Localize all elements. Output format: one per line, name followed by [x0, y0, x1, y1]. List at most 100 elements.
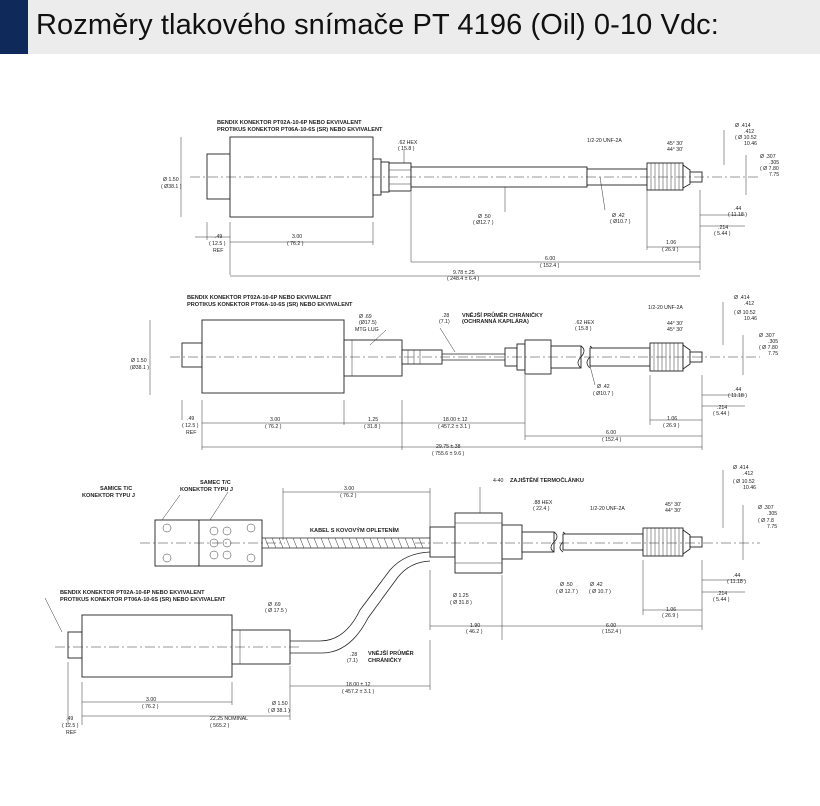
- d2-l300: 3.00: [270, 417, 280, 423]
- d3-l190: 1.90: [470, 623, 480, 629]
- d3-l300: 3.00: [344, 486, 354, 492]
- d2-l49: .49: [187, 416, 194, 422]
- d1-l125: ( 12.5 ): [209, 241, 226, 247]
- d1-l214: .214: [718, 225, 728, 231]
- d3-hex88: .88 HEX: [533, 500, 553, 506]
- d2-l1800: 18.00 ±.12: [443, 417, 468, 423]
- d3-dia50: Ø .50: [560, 582, 573, 588]
- d1-d414: Ø .414: [735, 123, 751, 129]
- d2-l2975: 29.75 ±.38: [436, 444, 461, 450]
- d3-l71: (7.1): [347, 658, 358, 664]
- d2-d1052: ( Ø 10.52: [734, 310, 756, 316]
- d2-dia42: Ø .42: [597, 384, 610, 390]
- d2-l44: .44: [734, 387, 741, 393]
- d1-l300: 3.00: [292, 234, 302, 240]
- d3-hex224: ( 22.4 ): [533, 506, 550, 512]
- d3-l125: ( 12.5 ): [62, 723, 79, 729]
- d3-l106: 1.06: [666, 607, 676, 613]
- d3-prot1: VNĚJŠÍ PRŮMĚR: [368, 649, 414, 657]
- d3-l4572: ( 457.2 ± 3.1 ): [342, 689, 375, 695]
- d1-l2484: ( 248.4 ± 6.4 ): [447, 276, 480, 282]
- drawing-1-standard-transducer: BENDIX KONEKTOR PT02A-10-6P NEBO EKVIVAL…: [161, 120, 779, 282]
- d3-l600: 6.00: [606, 623, 616, 629]
- d1-dia-150: Ø 1.50: [163, 177, 179, 183]
- d1-hex-158: ( 15.8 ): [398, 146, 415, 152]
- d2-dia69: Ø .69: [359, 314, 372, 320]
- d3-d307: Ø .307: [758, 505, 774, 511]
- d1-d780: ( Ø 7.80: [760, 166, 779, 172]
- d3-l28: .28: [350, 652, 357, 658]
- d1-l600: 6.00: [545, 256, 555, 262]
- page-title: Rozměry tlakového snímače PT 4196 (Oil) …: [36, 9, 719, 41]
- d3-dia42: Ø .42: [590, 582, 603, 588]
- d2-l106: 1.06: [667, 416, 677, 422]
- d2-d780: ( Ø 7.80: [759, 345, 778, 351]
- d1-dia107: ( Ø10.7 ): [610, 219, 631, 225]
- d2-mtg: MTG LUG: [355, 327, 379, 333]
- d3-dia175: ( Ø 17.5 ): [265, 608, 287, 614]
- d3-l2225: 22.25 NOMINAL: [210, 716, 248, 722]
- d3-samice2: KONEKTOR TYPU J: [82, 493, 135, 499]
- d3-d1046: 10.46: [743, 485, 756, 491]
- d3-d775: 7.75: [767, 524, 777, 530]
- d3-prot2: CHRÁNIČKY: [368, 657, 402, 664]
- d2-l28: .28: [442, 313, 449, 319]
- d1-dia-381: ( Ø38.1 ): [161, 184, 182, 190]
- d3-l440: 4-40: [493, 478, 503, 484]
- d3-connector-label-1: BENDIX KONEKTOR PT02A-10-6P NEBO EKVIVAL…: [60, 590, 205, 596]
- d2-prot1: VNĚJŠÍ PRŮMĚR CHRÁNIČKY: [462, 311, 543, 319]
- d2-l125: ( 12.5 ): [182, 423, 199, 429]
- d1-d1052: ( Ø 10.52: [735, 135, 757, 141]
- d2-connector-label-2: PROTIKUS KONEKTOR PT06A-10-6S (SR) NEBO …: [187, 302, 353, 308]
- d2-l1524: ( 152.4 ): [602, 437, 622, 443]
- d3-l300b: 3.00: [146, 697, 156, 703]
- d2-dia381: (Ø38.1 ): [130, 365, 149, 371]
- d1-ref: REF: [213, 248, 223, 254]
- d3-ang2: 44° 30': [665, 508, 681, 514]
- d1-d1046: 10.46: [744, 141, 757, 147]
- d3-dia69: Ø .69: [268, 602, 281, 608]
- d1-ang1: 45° 30': [667, 141, 683, 147]
- d1-ang2: 44° 30': [667, 147, 683, 153]
- d1-d307: Ø .307: [760, 154, 776, 160]
- d2-l4572: ( 457.2 ± 3.1 ): [438, 424, 471, 430]
- d3-d412: .412: [743, 471, 753, 477]
- d2-l214: .214: [717, 405, 727, 411]
- d1-l1118: ( 11.18 ): [728, 212, 747, 218]
- d3-connector-label-2: PROTIKUS KONEKTOR PT06A-10-6S (SR) NEBO …: [60, 597, 226, 603]
- d3-d1052: ( Ø 10.52: [733, 479, 755, 485]
- d3-l269: ( 26.9 ): [662, 613, 679, 619]
- d1-l106: 1.06: [666, 240, 676, 246]
- d1-l44: .44: [734, 206, 741, 212]
- d1-unf: 1/2-20 UNF-2A: [587, 138, 622, 144]
- d3-ref: REF: [66, 730, 76, 736]
- d1-l269: ( 26.9 ): [662, 247, 679, 253]
- transducer-body: [81, 614, 233, 678]
- d3-d305: .305: [767, 511, 777, 517]
- drawing-3-thermocouple-transducer: SAMICE T/C KONEKTOR TYPU J SAMEC T/C KON…: [44, 465, 777, 736]
- d3-l462: ( 46.2 ): [466, 629, 483, 635]
- connector-body: [67, 631, 83, 659]
- d3-kabel: KABEL S KOVOVÝM OPLETENÍM: [310, 526, 399, 534]
- d3-l49: .49: [66, 716, 73, 722]
- d3-samec2: KONEKTOR TYPU J: [180, 487, 233, 493]
- d2-l269: ( 26.9 ): [663, 423, 680, 429]
- d1-l1524: ( 152.4 ): [540, 263, 560, 269]
- d3-l1524: ( 152.4 ): [602, 629, 622, 635]
- d3-l5652: ( 565.2 ): [210, 723, 230, 729]
- d3-dia318: ( Ø 31.8 ): [450, 600, 472, 606]
- header-bar: Rozměry tlakového snímače PT 4196 (Oil) …: [0, 0, 820, 54]
- d3-dia381: ( Ø 38.1 ): [268, 708, 290, 714]
- d1-connector-label-2: PROTIKUS KONEKTOR PT06A-10-6S (SR) NEBO …: [217, 127, 383, 133]
- d3-l44: .44: [733, 573, 740, 579]
- d1-l49: .49: [215, 234, 222, 240]
- d3-d414: Ø .414: [733, 465, 749, 471]
- d2-l71: (7.1): [439, 319, 450, 325]
- d1-hex-62: .62 HEX: [398, 140, 418, 146]
- mtg-lug: [343, 339, 403, 377]
- d2-l7556: ( 755.6 ± 9.6 ): [432, 451, 465, 457]
- thread-section: [646, 162, 684, 191]
- d2-l600: 6.00: [606, 430, 616, 436]
- d3-dia150: Ø 1.50: [272, 701, 288, 707]
- d1-d412: .412: [744, 129, 754, 135]
